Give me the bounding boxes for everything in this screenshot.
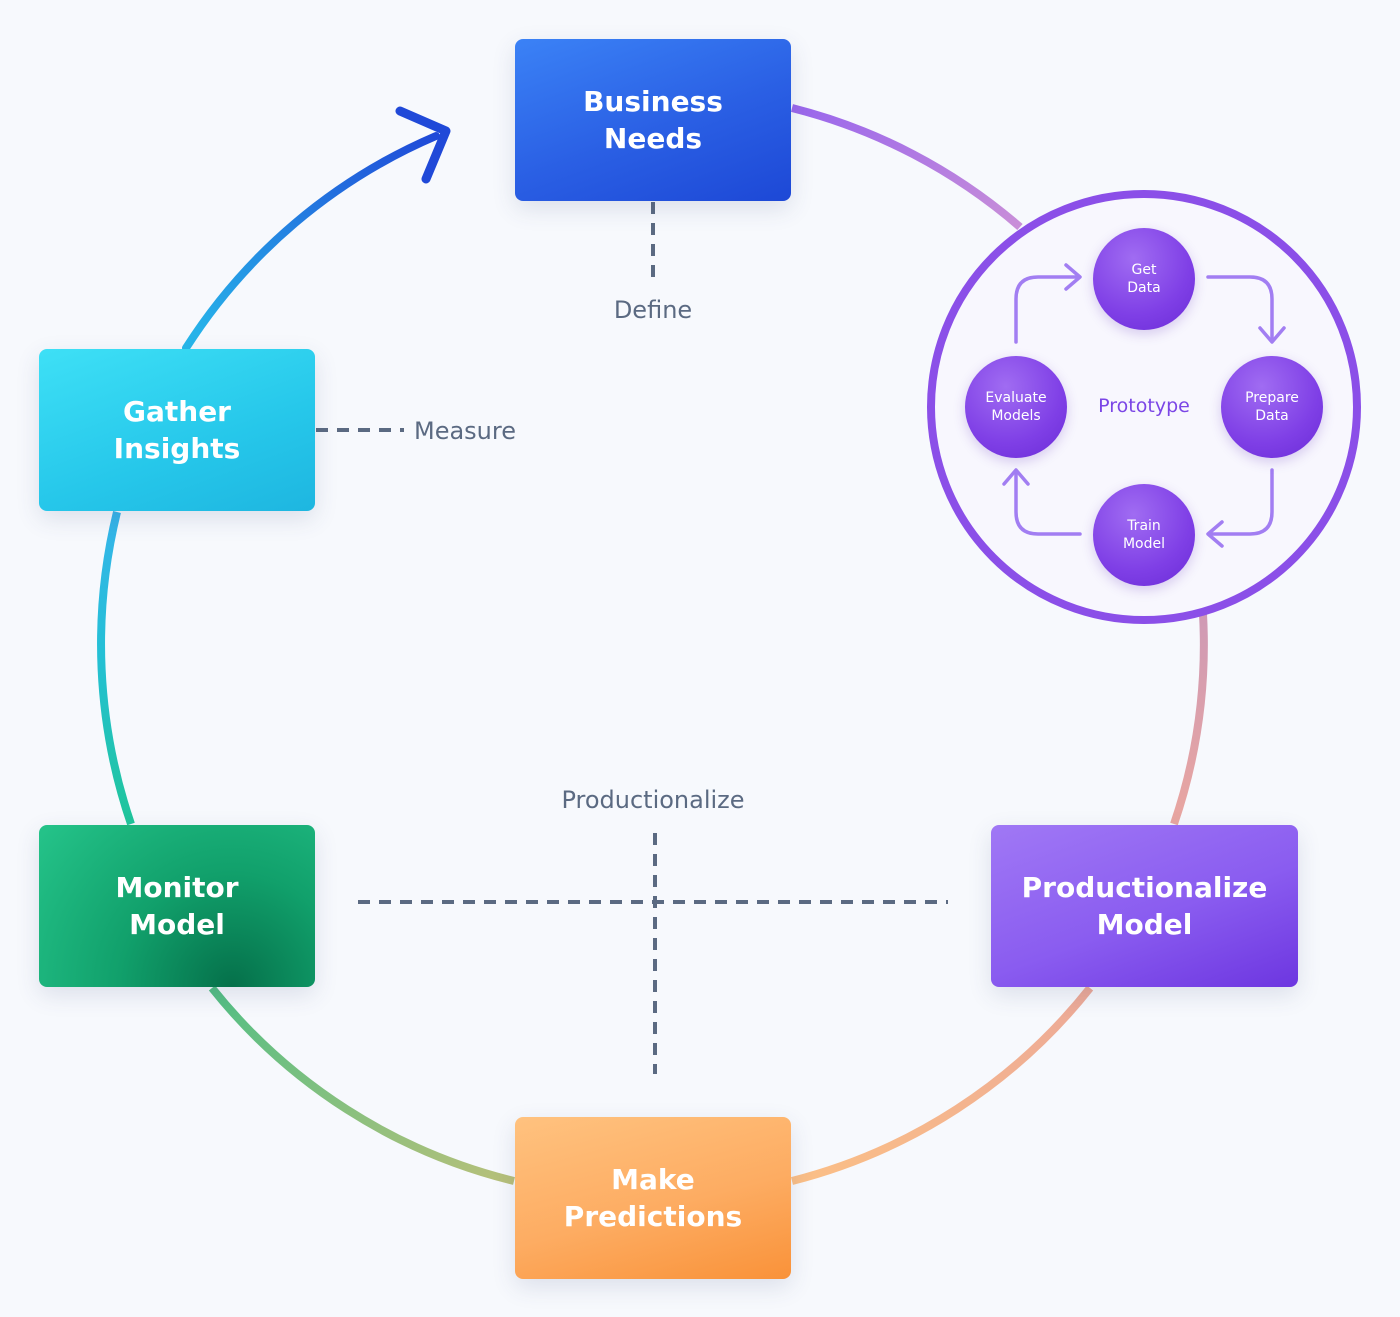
productionalize-label: Productionalize [561, 786, 745, 814]
prepare-data-label-line-2: Data [1255, 408, 1289, 424]
productionalize-model-box: Productionalize Model [991, 825, 1298, 987]
gather-insights-label-line-1: Gather [123, 395, 231, 428]
cycle-arc-insights-to-business [182, 132, 440, 352]
monitor-model-label-line-2: Model [129, 908, 225, 941]
productionalize-model-label-line-2: Model [1096, 908, 1193, 941]
cycle-arc-production-to-predictions [791, 985, 1094, 1185]
arrow-get-to-prepare [1206, 275, 1274, 342]
train-model-label-line-1: Train [1127, 518, 1161, 534]
arrowhead-get-to-prepare [1258, 326, 1286, 344]
get-data-label-line-1: Get [1131, 262, 1157, 278]
cycle-arc-monitor-to-insights [97, 511, 135, 826]
gather-insights-label-line-2: Insights [113, 432, 241, 465]
evaluate-models-label-line-2: Models [991, 408, 1041, 424]
get-data-node: Get Data [1093, 228, 1195, 330]
arrow-evaluate-to-get [1014, 275, 1080, 344]
train-model-label-line-2: Model [1122, 536, 1166, 552]
monitor-model-box: Monitor Model [39, 825, 315, 987]
monitor-model-label-line-1: Monitor [115, 871, 239, 904]
business-needs-label-line-2: Needs [603, 122, 703, 155]
cycle-arc-business-to-prototype [791, 104, 1023, 231]
measure-label: Measure [414, 417, 516, 445]
prepare-data-label-line-1: Prepare [1245, 390, 1299, 406]
make-predictions-label-line-2: Predictions [563, 1200, 743, 1233]
train-model-node: Train Model [1093, 484, 1195, 586]
arrowhead-train-to-evaluate [1002, 468, 1030, 486]
business-needs-label-line-1: Business [583, 85, 723, 118]
arrow-prepare-to-train [1208, 468, 1274, 536]
evaluate-models-label-line-1: Evaluate [985, 390, 1047, 406]
evaluate-models-node: Evaluate Models [965, 356, 1067, 458]
arrowhead-to-business-needs [395, 106, 451, 184]
prepare-data-node: Prepare Data [1221, 356, 1323, 458]
make-predictions-label-line-1: Make [611, 1163, 695, 1196]
gather-insights-box: Gather Insights [39, 349, 315, 511]
make-predictions-box: Make Predictions [515, 1117, 791, 1279]
prototype-ring [927, 190, 1361, 624]
cycle-arc-prototype-to-production [1170, 613, 1208, 826]
productionalize-model-label-line-1: Productionalize [1021, 871, 1268, 904]
arrowhead-evaluate-to-get [1064, 263, 1082, 291]
get-data-label-line-2: Data [1127, 280, 1161, 296]
prototype-label: Prototype [1098, 395, 1190, 417]
arrowhead-prepare-to-train [1206, 520, 1224, 548]
business-needs-box: Business Needs [515, 39, 791, 201]
define-label: Define [613, 296, 693, 324]
arrow-train-to-evaluate [1014, 470, 1082, 536]
cycle-arc-predictions-to-monitor [208, 985, 515, 1185]
